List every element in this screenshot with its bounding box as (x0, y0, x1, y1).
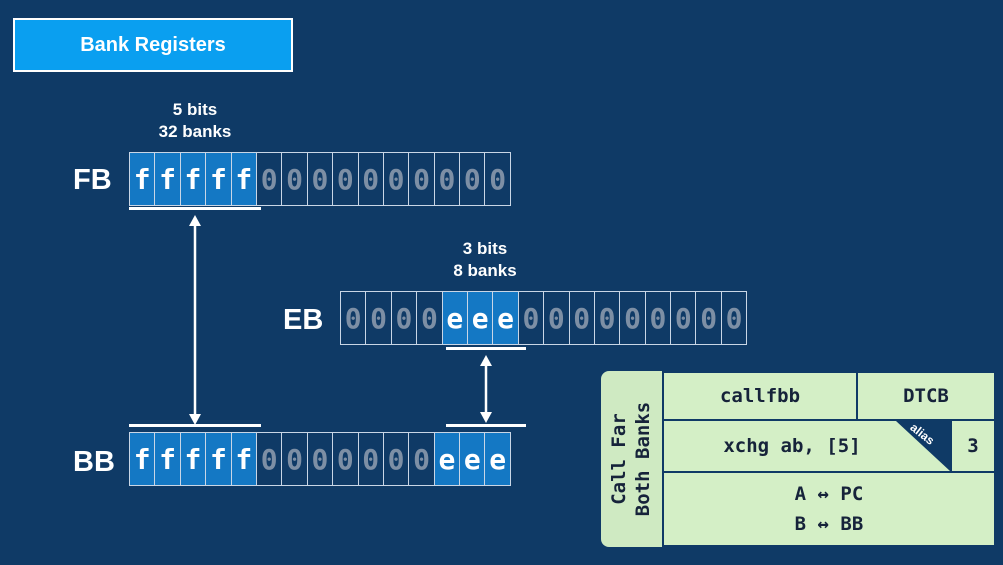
fb-bit-cell: 0 (357, 152, 384, 206)
eb-bit-cell: 0 (340, 291, 367, 345)
swap-line-1: A ↔ PC (794, 483, 864, 505)
bb-bit-cell: f (230, 432, 257, 486)
bb-bit-cell: 0 (382, 432, 410, 486)
title-box: Bank Registers (13, 18, 293, 72)
fb-annotation: 5 bits 32 banks (140, 99, 250, 143)
fb-bit-cell: 0 (332, 152, 359, 206)
eb-bit-cell: 0 (619, 291, 646, 345)
bb-bit-cell: f (129, 432, 156, 486)
eb-bb-arrow (480, 355, 492, 423)
bb-bit-cell: 0 (281, 432, 308, 486)
xchg-text: xchg ab, [5] (723, 435, 861, 457)
eb-bit-cell: 0 (517, 291, 545, 345)
fb-bit-cell: 0 (255, 152, 283, 206)
fb-bit-cell: f (179, 152, 207, 206)
eb-bit-cell: 0 (593, 291, 621, 345)
bb-bit-cell: f (179, 432, 207, 486)
fb-bb-arrow (189, 215, 201, 425)
fb-bit-cell: f (154, 152, 181, 206)
eb-bit-cell: e (492, 291, 519, 345)
cycles: 3 (967, 435, 979, 457)
eb-bit-cell: 0 (670, 291, 697, 345)
fb-bit-cell: f (230, 152, 257, 206)
fb-register-name: FB (73, 164, 112, 196)
fb-bit-cell: f (129, 152, 156, 206)
bb-bit-cell: 0 (408, 432, 435, 486)
bb-bit-cell: 0 (306, 432, 334, 486)
eb-bit-cell: 0 (390, 291, 418, 345)
title-text: Bank Registers (80, 33, 226, 56)
fb-bit-cell: f (205, 152, 232, 206)
cycles-cell: 3 (950, 419, 996, 473)
instruction-name: callfbb (719, 385, 801, 407)
bb-bit-cell: e (484, 432, 511, 486)
xchg-cell: xchg ab, [5] (662, 419, 952, 473)
bb-bit-cell: e (459, 432, 486, 486)
eb-bracket (446, 347, 526, 350)
fb-bit-cell: 0 (484, 152, 511, 206)
eb-bit-cell: 0 (695, 291, 722, 345)
alias-tag-icon (896, 421, 950, 471)
fb-bits-label: 5 bits (172, 100, 218, 119)
eb-bits-label: 3 bits (462, 239, 508, 258)
fb-bracket (129, 207, 261, 210)
bb-bracket-right (446, 424, 526, 427)
swap-line-2: B ↔ BB (794, 513, 864, 535)
bb-bracket-left (129, 424, 261, 427)
eb-bit-cell: 0 (720, 291, 748, 345)
mnemonic: DTCB (903, 385, 949, 407)
fb-bit-cell: 0 (306, 152, 334, 206)
eb-banks-label: 8 banks (453, 261, 517, 280)
eb-bit-cell: 0 (416, 291, 443, 345)
fb-bit-cell: 0 (281, 152, 308, 206)
side-label-line1: Call Far (608, 413, 631, 505)
eb-bit-cell: 0 (644, 291, 672, 345)
bb-bit-cell: f (154, 432, 181, 486)
bb-bit-cell: 0 (357, 432, 384, 486)
eb-bit-cell: 0 (543, 291, 570, 345)
bb-register-name: BB (73, 446, 115, 478)
fb-bit-cell: 0 (382, 152, 410, 206)
instruction-name-cell: callfbb (662, 371, 858, 421)
bb-bit-cell: 0 (332, 432, 359, 486)
eb-bit-cell: e (441, 291, 468, 345)
bb-bit-cell: e (433, 432, 461, 486)
eb-bit-cell: 0 (568, 291, 595, 345)
mnemonic-cell: DTCB (856, 371, 996, 421)
bb-bit-cell: 0 (255, 432, 283, 486)
bb-bit-cell: f (205, 432, 232, 486)
fb-bit-cell: 0 (459, 152, 486, 206)
fb-bit-cell: 0 (408, 152, 435, 206)
fb-banks-label: 32 banks (158, 122, 232, 141)
panel-side-label: Call Far Both Banks (601, 371, 661, 547)
fb-bit-cell: 0 (433, 152, 461, 206)
eb-register-name: EB (283, 304, 324, 336)
eb-annotation: 3 bits 8 banks (430, 238, 540, 282)
side-label-line2: Both Banks (632, 401, 655, 517)
eb-bit-cell: 0 (365, 291, 392, 345)
swap-cell: A ↔ PC B ↔ BB (662, 471, 996, 547)
eb-bit-cell: e (466, 291, 494, 345)
